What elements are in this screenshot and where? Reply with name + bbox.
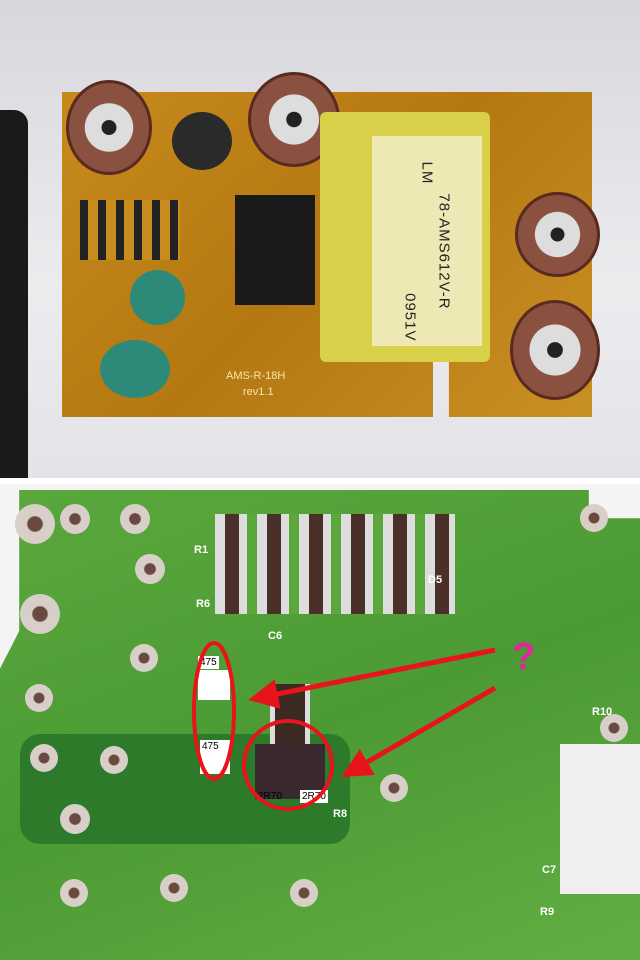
power-ic xyxy=(235,195,315,305)
output-capacitor xyxy=(510,300,600,400)
solder-pad xyxy=(30,744,58,772)
silk-r10: R10 xyxy=(592,706,613,718)
solder-pad xyxy=(20,594,60,634)
solder-pad xyxy=(380,774,408,802)
silk-r1: R1 xyxy=(194,544,209,556)
solder-pad xyxy=(60,879,88,907)
solder-pad xyxy=(160,874,188,902)
capacitor xyxy=(66,80,152,175)
board-revision-silkscreen: rev1.1 xyxy=(243,386,274,398)
solder-pad xyxy=(290,879,318,907)
board-cutout xyxy=(560,744,640,894)
transformer-marking-lm: LM xyxy=(418,161,436,185)
solder-pad xyxy=(130,644,158,672)
highlight-circle xyxy=(242,719,334,811)
black-cable xyxy=(0,110,28,478)
question-mark: ? xyxy=(512,636,536,678)
label-background xyxy=(198,670,230,700)
silk-r6: R6 xyxy=(196,598,211,610)
bottom-photo-solder-side: 475 475 2R70 2R70 R1 R6 C6 R10 R8 C7 R9 … xyxy=(0,484,640,960)
top-photo-component-side: 78-AMS612V-R LM 0951V AMS-R-18H rev1.1 xyxy=(0,0,640,478)
smd-components xyxy=(215,514,455,614)
solder-pad xyxy=(100,746,128,774)
annotation-overlay xyxy=(192,641,497,811)
transformer-date-code: 0951V xyxy=(401,293,419,342)
arrow xyxy=(248,647,496,709)
highlight-ellipse xyxy=(192,641,236,781)
resistor-label: 475 xyxy=(198,656,219,669)
arrow xyxy=(341,685,497,778)
solder-pad xyxy=(60,804,90,834)
silk-c7: C7 xyxy=(542,864,557,876)
silk-d5: D5 xyxy=(428,574,443,586)
solder-pad xyxy=(25,684,53,712)
silk-c6: C6 xyxy=(268,630,283,642)
y-capacitor xyxy=(130,270,185,325)
heatsink-pins xyxy=(80,200,180,260)
solder-pad xyxy=(580,504,608,532)
output-capacitor xyxy=(515,192,600,277)
solder-pad xyxy=(15,504,55,544)
inductor xyxy=(172,112,232,170)
transformer-part-number: 78-AMS612V-R xyxy=(435,193,453,310)
board-model-silkscreen: AMS-R-18H xyxy=(226,370,286,382)
silk-r9: R9 xyxy=(540,906,555,918)
silk-r8: R8 xyxy=(333,808,348,820)
solder-pad xyxy=(60,504,90,534)
solder-pad xyxy=(135,554,165,584)
solder-pad xyxy=(600,714,628,742)
transformer-label: 78-AMS612V-R LM 0951V xyxy=(372,136,482,346)
solder-pad xyxy=(120,504,150,534)
sense-resistor-label: 2R70 xyxy=(258,791,282,802)
y-capacitor xyxy=(100,340,170,398)
sense-resistor-area xyxy=(255,744,325,799)
